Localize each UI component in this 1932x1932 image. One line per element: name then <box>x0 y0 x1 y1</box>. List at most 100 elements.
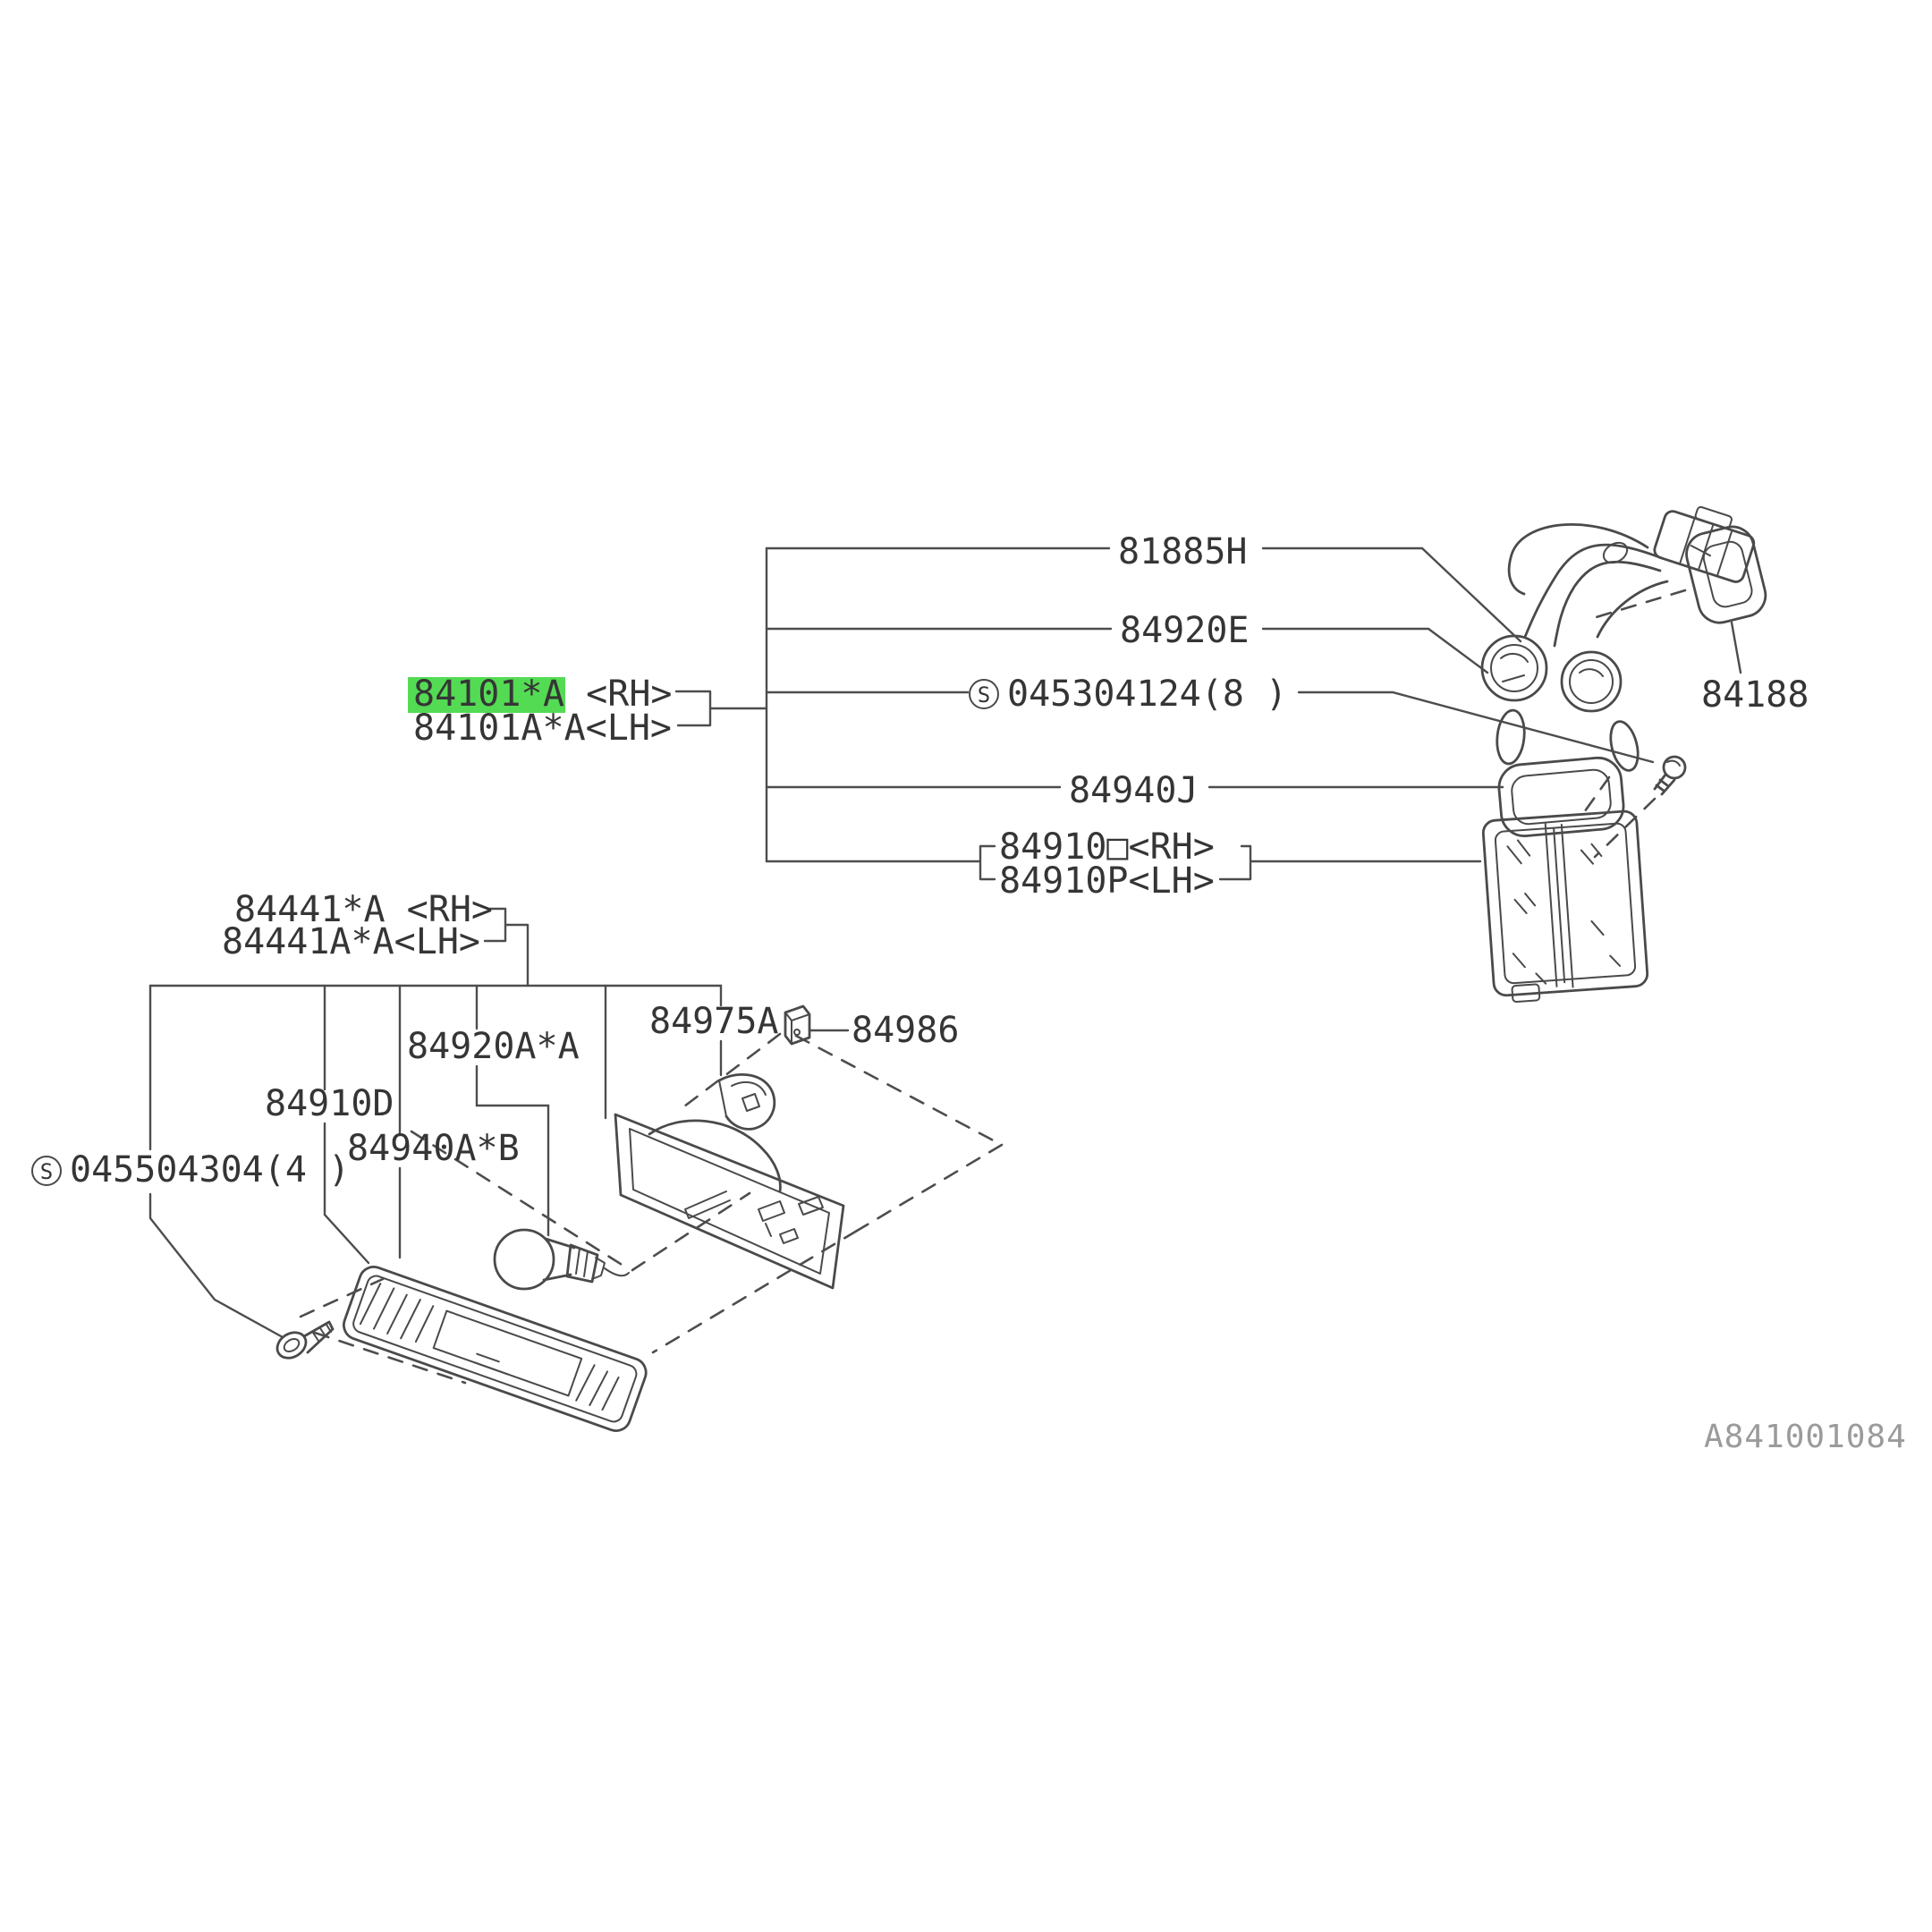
boot-opening <box>718 1080 767 1117</box>
bulb-teardrop-2 <box>1609 720 1640 772</box>
body-ribs <box>1544 823 1574 988</box>
housing-outer <box>614 1113 845 1290</box>
cover-fold <box>1690 545 1712 557</box>
dash-rear-screw <box>1593 797 1657 859</box>
bulb-tip-wire <box>591 1257 630 1280</box>
front-screw-threads <box>312 1324 332 1342</box>
leader-screw-left <box>148 984 284 1339</box>
rear-screw-shank <box>1653 773 1676 796</box>
harness-drawing <box>1480 505 1756 772</box>
leader-screwtop-right <box>1297 691 1655 764</box>
socket-1-outer <box>1480 634 1548 702</box>
cover-outer <box>1685 525 1767 624</box>
part-label-84101a-lh[interactable]: 84101A*A<LH> <box>413 708 672 749</box>
harness-connector <box>1653 505 1756 583</box>
clip-hole <box>793 1029 801 1036</box>
part-label-84910d[interactable]: 84910D <box>265 1083 394 1124</box>
part-label-84920aa[interactable]: 84920A*A <box>407 1026 580 1067</box>
clip-body <box>784 1004 811 1046</box>
lens-window <box>432 1309 583 1397</box>
part-label-84101-rh-suffix[interactable]: A <RH> <box>543 674 673 715</box>
body-inner <box>1494 822 1637 985</box>
boot-outline <box>717 1073 776 1131</box>
highlight-84101 <box>408 677 565 713</box>
leader-81885h-right <box>1261 547 1522 643</box>
boot-84975a-drawing <box>717 1073 776 1131</box>
harness-wire-loop <box>1507 522 1649 596</box>
part-label-84940j[interactable]: 84940J <box>1069 770 1199 811</box>
housing-drawing <box>614 1113 845 1290</box>
dash-harness-bulb <box>1580 775 1611 817</box>
dash-clip-housing <box>675 1032 782 1114</box>
bulb-glass <box>493 1228 555 1291</box>
front-screw-drawing <box>275 1320 335 1360</box>
gasket-outer <box>1497 756 1625 838</box>
rear-lamp-body <box>1481 809 1649 1004</box>
part-label-84910-rh[interactable]: 84910□<RH> <box>999 826 1215 868</box>
leader-lines-bottom <box>148 621 1742 1339</box>
part-label-84920e[interactable]: 84920E <box>1120 610 1250 651</box>
rear-screw-slot <box>1666 759 1681 767</box>
lens-inner <box>352 1275 638 1423</box>
screw-symbol-circle-top <box>969 679 999 709</box>
harness-wire-2 <box>1553 560 1662 648</box>
part-label-81885h[interactable]: 81885H <box>1118 531 1248 572</box>
screw-symbol-circle-left <box>31 1156 62 1186</box>
part-label-84101-rh-highlighted[interactable]: 84101* <box>413 674 543 715</box>
part-label-84441-rh[interactable]: 84441*A <RH> <box>234 889 493 930</box>
dash-bulb-axis <box>631 1191 751 1272</box>
part-label-84940ab[interactable]: 84940A*B <box>347 1128 520 1169</box>
dash-plane-right <box>855 1143 1004 1233</box>
rear-gasket <box>1497 756 1625 838</box>
harness-wire-1 <box>1523 543 1664 639</box>
part-label-045504304[interactable]: 045504304(4 ) <box>70 1149 350 1191</box>
part-label-84975a[interactable]: 84975A <box>649 1001 779 1042</box>
leader-84920e-right <box>1261 627 1489 674</box>
connector-pins <box>1679 519 1733 576</box>
bulb-base <box>565 1243 599 1284</box>
dash-screw-lens-lower <box>313 1331 467 1385</box>
part-label-84188[interactable]: 84188 <box>1701 674 1809 716</box>
gasket-inner <box>1511 768 1612 826</box>
socket-2-inner <box>1569 659 1614 704</box>
front-screw-shank <box>302 1320 335 1354</box>
dash-plane-bottom <box>651 1229 859 1354</box>
clip-84986-drawing <box>784 1004 811 1046</box>
screw-symbol-top: S <box>978 682 990 708</box>
front-lens-drawing <box>342 1266 648 1432</box>
leader-84188 <box>1730 621 1742 674</box>
cover-inner <box>1702 540 1753 608</box>
part-label-84441a-lh[interactable]: 84441A*A<LH> <box>222 921 480 962</box>
clip-edges <box>784 1012 810 1045</box>
lens-hatching <box>359 1283 620 1411</box>
lens-outer <box>342 1266 648 1432</box>
dash-84188 <box>1589 589 1687 621</box>
rear-lamp-drawing <box>1481 755 1687 1004</box>
boot-slot <box>741 1093 760 1112</box>
drawing-number: A841001084 <box>1704 1419 1907 1455</box>
harness-wire-3 <box>1596 580 1669 639</box>
part-labels: 81885H 84920E S 045304124(8 ) 84940J 849… <box>31 531 1907 1455</box>
part-label-045304124[interactable]: 045304124(8 ) <box>1007 674 1287 715</box>
housing-tab <box>798 1196 824 1216</box>
housing-slat <box>684 1191 731 1219</box>
bracket-84101 <box>674 690 768 727</box>
part-label-84986[interactable]: 84986 <box>852 1010 959 1051</box>
harness-tape-loop <box>1602 541 1629 564</box>
lens-window-detail <box>472 1352 509 1376</box>
bulb-teardrop-1 <box>1496 708 1526 766</box>
front-screw-head <box>275 1331 308 1360</box>
socket-2-outer <box>1560 650 1623 713</box>
screw-symbol-left: S <box>40 1159 53 1184</box>
dash-plane-top <box>794 1034 1004 1147</box>
part-label-84910p-lh[interactable]: 84910P<LH> <box>999 860 1215 902</box>
socket-2-detail <box>1579 668 1604 677</box>
socket-1-inner <box>1490 644 1538 692</box>
body-hatching <box>1506 839 1622 985</box>
leader-lines-top <box>674 547 1655 881</box>
leader-84920aa <box>475 984 550 1237</box>
bracket-84910-left <box>979 844 996 881</box>
body-foot <box>1511 983 1541 1004</box>
